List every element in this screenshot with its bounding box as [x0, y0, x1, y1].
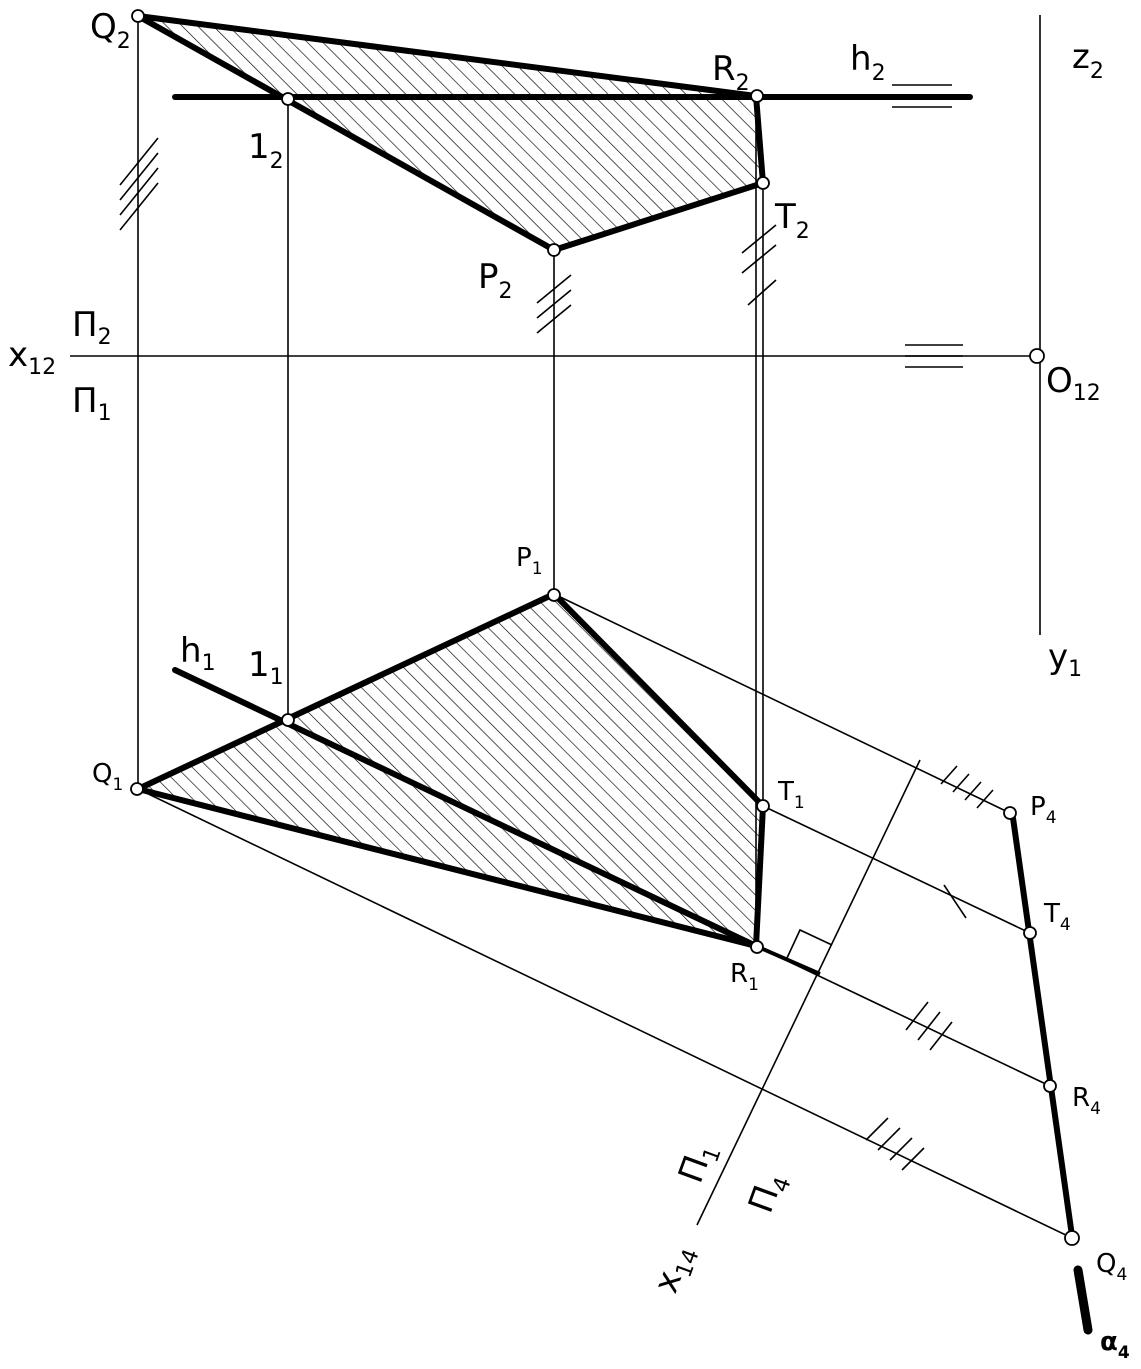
label-R2: R2: [712, 49, 750, 96]
label-1-2: 12: [248, 127, 284, 174]
plane-edge-view-alpha4: [1010, 815, 1075, 1239]
label-T1: T1: [777, 777, 805, 813]
label-Q2: Q2: [90, 7, 131, 54]
label-Q4: Q4: [1096, 1249, 1127, 1285]
label-R4: R4: [1072, 1083, 1101, 1119]
label-h2: h2: [850, 39, 886, 86]
axis-x14: [696, 759, 921, 1226]
right-angle-mark: [786, 928, 833, 959]
label-z2: z2: [1072, 37, 1104, 84]
alpha4-trace: [1073, 1265, 1093, 1335]
label-P1: P1: [516, 543, 543, 579]
label-Pi2: Π2: [72, 305, 112, 350]
triangle-front-projection: [135, 13, 766, 253]
horizontal-h1: [172, 667, 759, 949]
label-x12: x12: [8, 335, 56, 380]
label-R1: R1: [730, 959, 759, 995]
points: [130, 9, 1080, 1246]
label-Pi4: Π4: [741, 1167, 797, 1220]
label-1-1: 11: [248, 645, 284, 690]
tick-marks: [119, 84, 994, 1171]
h1-extension: [755, 944, 821, 976]
label-h1: h1: [180, 631, 216, 676]
label-alpha4: α4: [1100, 1327, 1130, 1363]
label-P4: P4: [1030, 792, 1057, 828]
label-y1: y1: [1048, 637, 1082, 682]
label-O12: O12: [1046, 361, 1101, 406]
label-Q1: Q1: [92, 759, 123, 795]
label-T2: T2: [774, 197, 810, 244]
label-Pi1: Π1: [72, 381, 112, 426]
label-T4: T4: [1043, 899, 1071, 935]
triangle-top-projection: [135, 591, 766, 949]
label-x14: x14: [646, 1239, 705, 1300]
label-P2: P2: [478, 257, 513, 304]
